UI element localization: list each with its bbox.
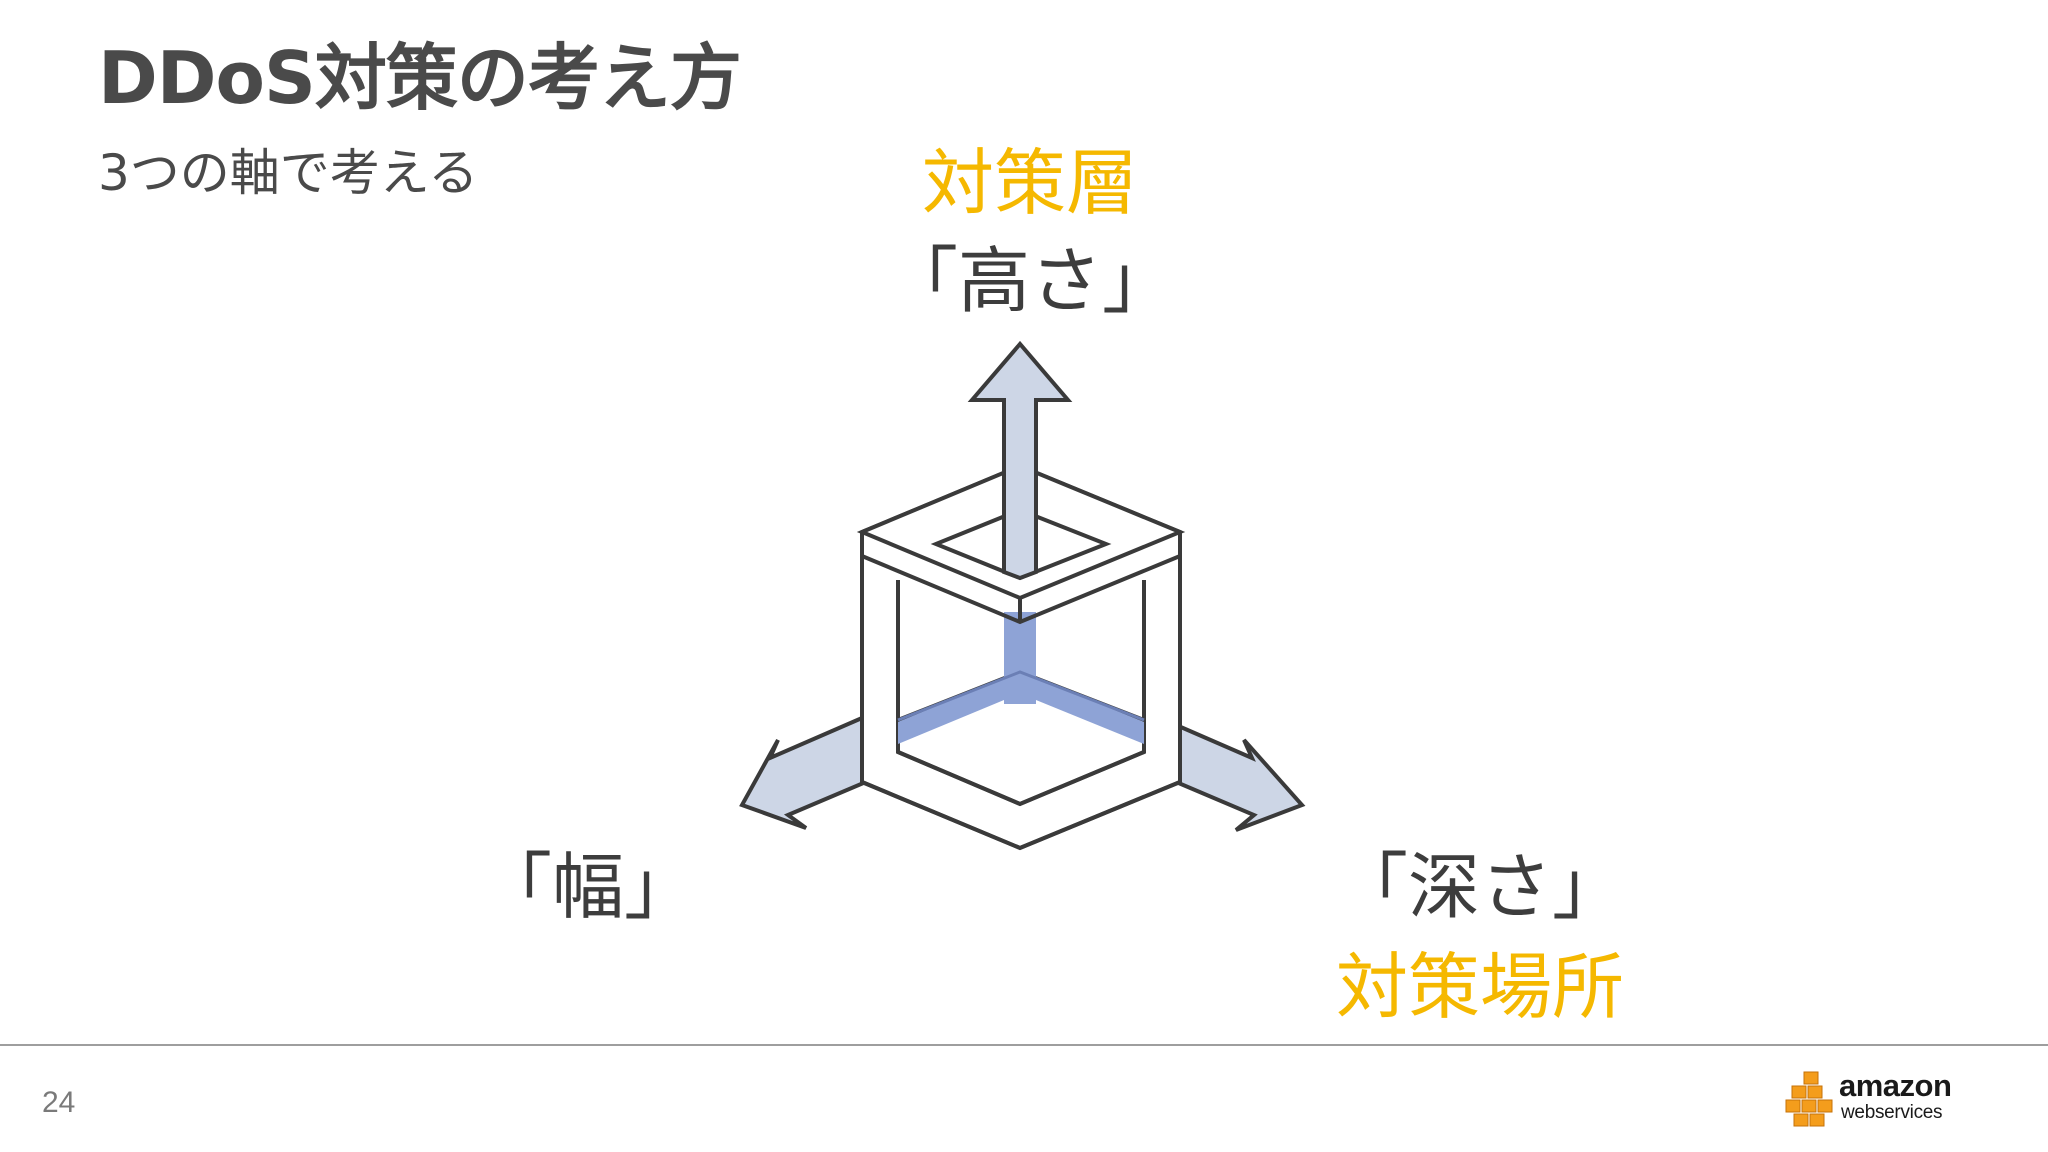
depth-axis-category: 対策場所 <box>1335 945 1624 1029</box>
page-number: 24 <box>42 1086 76 1119</box>
slide-title: DDoS対策の考え方 <box>98 36 742 120</box>
aws-cubes-icon <box>1785 1071 1833 1127</box>
depth-axis-label: 「深さ」 <box>1335 845 1624 929</box>
inner-axis-post <box>1004 612 1036 704</box>
height-axis-category: 対策層 <box>921 141 1138 225</box>
height-axis-arrow <box>967 340 1073 581</box>
height-axis-label: 「高さ」 <box>885 239 1174 323</box>
aws-logo-text: amazon <box>1839 1068 1952 1103</box>
floor-axis-right <box>1036 678 1144 744</box>
width-axis-arrow <box>739 715 883 830</box>
floor-axis-left <box>898 678 1004 744</box>
slide-subtitle: 3つの軸で考える <box>98 144 479 202</box>
footer-divider <box>0 1044 2048 1046</box>
aws-logo-subtext: webservices <box>1841 1102 1943 1123</box>
aws-logo: amazon webservices <box>1784 1068 1964 1132</box>
width-axis-label: 「幅」 <box>480 845 697 929</box>
